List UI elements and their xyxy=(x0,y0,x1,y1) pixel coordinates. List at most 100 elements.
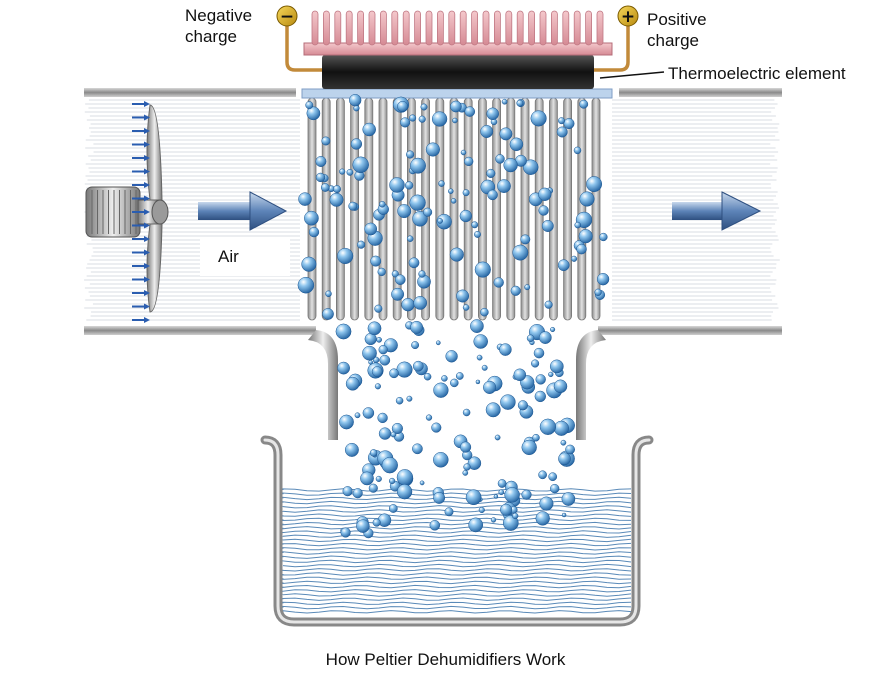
droplet xyxy=(396,484,413,500)
droplet xyxy=(425,414,433,421)
droplet xyxy=(339,414,354,430)
heatsink-fin xyxy=(596,10,604,46)
droplet xyxy=(369,449,378,457)
collection-tray xyxy=(260,435,654,627)
heatsink-fin xyxy=(322,10,330,46)
small-arrow-icon xyxy=(132,290,150,296)
droplet xyxy=(376,336,382,343)
fin-blade xyxy=(591,97,601,321)
small-arrow-icon xyxy=(132,236,150,242)
droplet xyxy=(495,154,505,164)
air-inflow-arrow-icon xyxy=(198,191,288,231)
positive-terminal-icon xyxy=(617,5,639,27)
droplet xyxy=(433,382,449,398)
droplet xyxy=(500,503,513,516)
small-arrow-icon xyxy=(132,168,150,175)
droplet xyxy=(452,117,458,124)
droplet xyxy=(481,364,488,371)
droplet xyxy=(463,463,471,471)
droplet xyxy=(325,290,332,298)
fin-blade xyxy=(549,97,558,321)
droplet xyxy=(337,247,354,265)
droplet xyxy=(497,179,511,193)
droplet xyxy=(502,515,519,531)
heatsink-fin xyxy=(562,10,570,46)
small-arrow-icon xyxy=(132,263,150,269)
droplet xyxy=(563,118,575,130)
heatsink-fin xyxy=(482,10,490,46)
droplet xyxy=(538,187,552,201)
droplet xyxy=(397,204,412,219)
heatsink-fin xyxy=(471,10,479,46)
fin-blade xyxy=(321,97,331,321)
heatsink-base xyxy=(303,42,613,56)
duct-bottom-wall-left xyxy=(84,326,316,335)
droplet xyxy=(490,517,497,523)
droplet xyxy=(388,504,398,513)
droplet xyxy=(521,489,532,500)
droplet xyxy=(362,122,376,137)
droplet xyxy=(486,107,499,121)
negative-wire xyxy=(285,20,322,72)
fin-blade xyxy=(463,97,473,321)
droplet xyxy=(526,334,535,343)
droplet xyxy=(483,380,497,394)
inflow-arrows xyxy=(132,101,150,323)
droplet xyxy=(410,157,426,174)
droplet xyxy=(362,345,377,361)
droplet xyxy=(389,368,399,379)
negative-terminal-icon xyxy=(276,5,298,27)
minus-symbol: − xyxy=(280,7,294,27)
droplet xyxy=(485,402,501,418)
droplet xyxy=(524,284,531,291)
droplet xyxy=(431,111,448,127)
droplet xyxy=(381,457,398,474)
droplet xyxy=(306,106,321,121)
droplet xyxy=(565,444,575,455)
droplet xyxy=(560,439,567,446)
droplet xyxy=(391,287,405,301)
heatsink-fin xyxy=(551,10,558,46)
droplet xyxy=(335,323,352,340)
droplet xyxy=(390,431,397,438)
droplet xyxy=(356,519,370,533)
droplet xyxy=(308,226,320,238)
droplet xyxy=(493,277,504,288)
droplet xyxy=(594,288,602,296)
droplet xyxy=(517,400,528,411)
droplet xyxy=(441,375,448,382)
droplet xyxy=(409,194,426,211)
droplet xyxy=(534,390,546,403)
droplet xyxy=(532,433,540,442)
air-label: Air xyxy=(218,247,239,266)
droplet xyxy=(418,115,426,123)
droplet xyxy=(333,185,341,194)
droplet xyxy=(579,99,589,109)
droplet xyxy=(389,177,405,193)
droplet xyxy=(297,276,315,294)
heatsink-fin xyxy=(311,10,319,46)
droplet xyxy=(460,149,467,156)
droplet xyxy=(538,470,547,480)
fin-blade xyxy=(449,97,459,321)
heatsink-fin xyxy=(379,10,387,46)
heatsink-fin xyxy=(573,10,581,46)
droplet xyxy=(388,477,396,485)
droplet xyxy=(433,491,446,504)
water-droplets xyxy=(297,94,610,539)
diagram-caption: How Peltier Dehumidifiers Work xyxy=(325,650,566,669)
small-arrow-icon xyxy=(132,101,150,107)
droplet xyxy=(455,372,464,380)
cold-plate xyxy=(301,88,613,99)
droplet xyxy=(462,189,470,197)
heatsink-fin xyxy=(436,10,444,46)
droplet xyxy=(378,427,392,440)
droplet xyxy=(530,110,547,127)
droplet xyxy=(538,331,552,344)
droplet xyxy=(301,256,317,272)
droplet xyxy=(444,507,454,517)
droplet xyxy=(516,99,524,107)
droplet xyxy=(408,257,420,269)
heatsink-fin xyxy=(334,10,342,46)
droplet xyxy=(395,396,404,405)
